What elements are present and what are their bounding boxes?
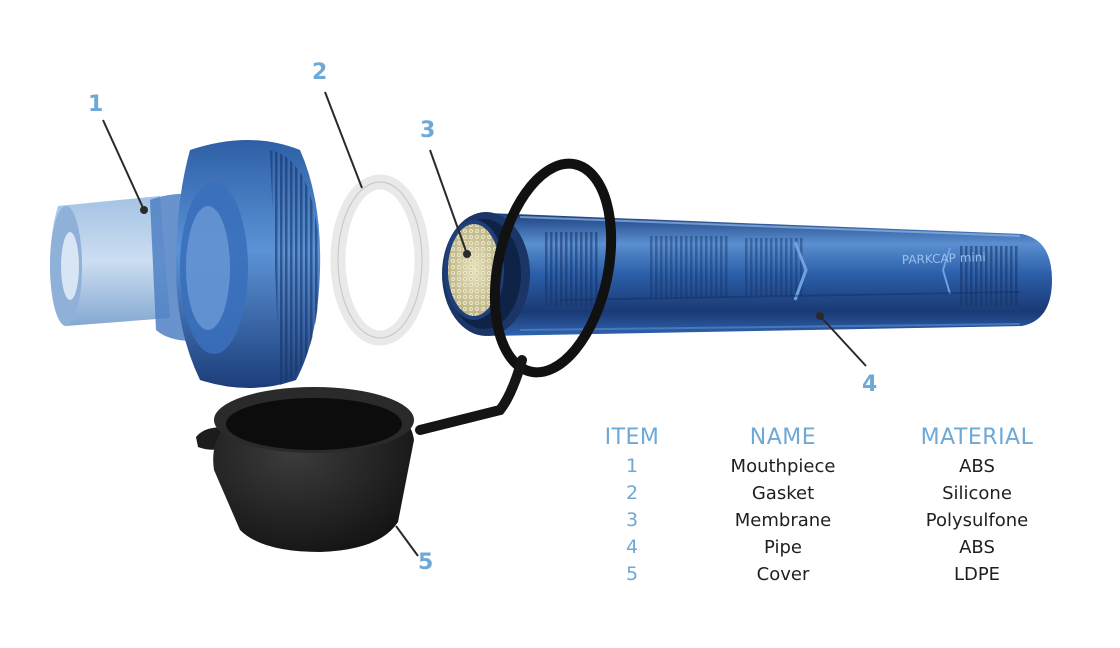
mouthpiece-part [50,140,321,388]
row-name: Gasket [751,483,815,504]
callout-1: 1 [88,92,104,117]
callout-4: 4 [862,372,878,397]
row-material: LDPE [953,564,1001,585]
row-name: Pipe [764,537,802,558]
parts-table-header: ITEM NAME MATERIAL [586,425,1066,454]
leader-line-4 [819,315,867,367]
leader-dots [140,206,824,320]
cover-strap [415,158,617,435]
table-row: 2 Gasket Silicone [586,481,1066,508]
header-item: ITEM [604,425,660,450]
leader-line-3 [429,149,468,255]
leader-line-5 [395,525,419,557]
row-item: 4 [625,536,639,558]
parts-table: ITEM NAME MATERIAL 1 Mouthpiece ABS 2 Ga… [586,425,1066,589]
product-marking: PARKCAP mini [902,250,986,267]
leader-line-1 [102,119,145,211]
leader-lines [102,91,867,557]
table-row: 3 Membrane Polysulfone [586,508,1066,535]
callout-3: 3 [420,118,436,143]
row-item: 3 [625,509,639,531]
row-item: 5 [625,563,639,585]
header-name: NAME [749,425,817,450]
table-row: 4 Pipe ABS [586,535,1066,562]
row-material: ABS [959,456,995,477]
leader-dot-3 [463,250,471,258]
row-item: 2 [625,482,639,504]
pipe-part [442,212,1052,336]
row-name: Membrane [734,510,832,531]
cover-part [196,387,414,552]
leader-line-2 [324,91,363,189]
row-material: ABS [959,537,995,558]
table-row: 5 Cover LDPE [586,562,1066,589]
row-name: Mouthpiece [730,456,836,477]
row-material: Polysulfone [925,510,1029,531]
row-item: 1 [625,455,639,477]
callout-5: 5 [418,550,434,575]
row-material: Silicone [942,483,1012,504]
leader-dot-1 [140,206,148,214]
membrane-part [444,220,504,320]
callout-2: 2 [312,60,328,85]
header-material: MATERIAL [920,425,1034,450]
row-name: Cover [756,564,810,585]
leader-dot-4 [816,312,824,320]
table-row: 1 Mouthpiece ABS [586,454,1066,481]
gasket-part [330,174,430,346]
